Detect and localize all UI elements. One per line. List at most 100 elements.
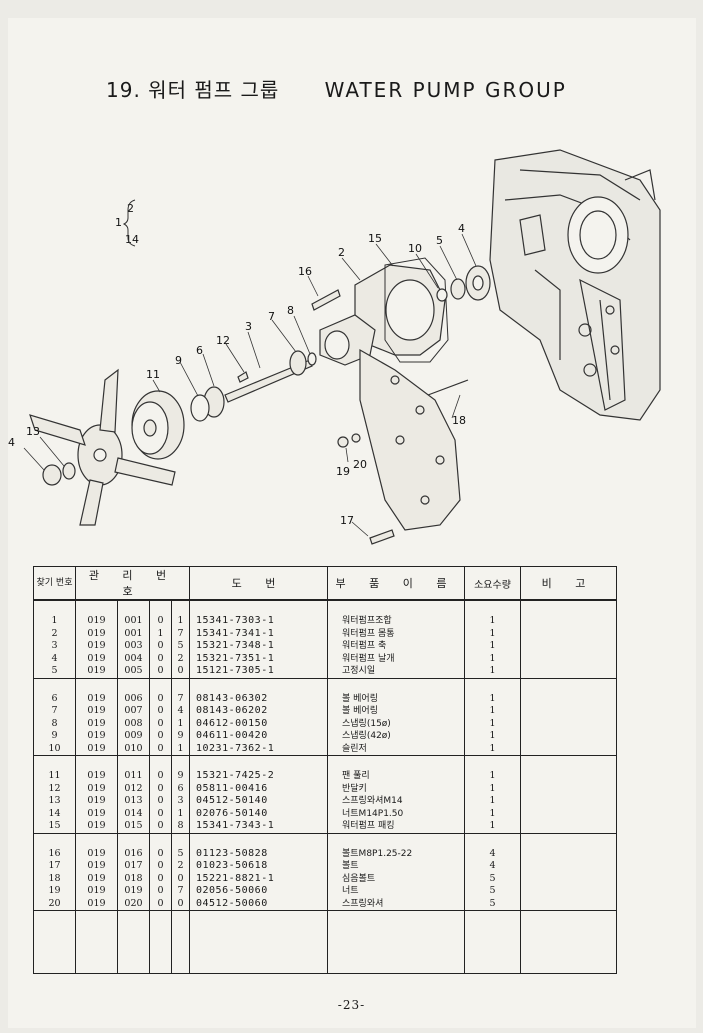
cell-remarks [520, 897, 617, 911]
cell-c: 1 [149, 627, 172, 640]
cell-name: 볼트 [327, 860, 465, 873]
cell-part: 15321-7425-2 [189, 770, 328, 783]
cell-remarks [520, 692, 617, 705]
cell-d: 9 [171, 730, 190, 743]
cell-remarks [520, 730, 617, 743]
cell-part: 15121-7305-1 [189, 665, 328, 679]
exploded-diagram: 1 2 14 2 3 4 4 5 6 7 8 9 10 11 12 13 15 … [8, 149, 661, 545]
cell-qty: 1 [464, 705, 521, 718]
callout-1: 1 [115, 216, 122, 229]
header-ref: 찾기 번호 [33, 566, 76, 601]
cell-c: 0 [149, 717, 172, 730]
section-number: 19. [106, 78, 141, 102]
cell-c: 0 [149, 782, 172, 795]
cell-a: 019 [75, 640, 118, 653]
cell-d: 7 [171, 885, 190, 898]
cell-ref: 2 [33, 627, 76, 640]
cell-remarks [520, 807, 617, 820]
cell-c: 0 [149, 820, 172, 834]
fan [29, 368, 176, 526]
cell-d: 0 [171, 665, 190, 679]
cell-part: 15321-7348-1 [189, 640, 328, 653]
cell-qty: 1 [464, 770, 521, 783]
cell-a: 019 [75, 807, 118, 820]
cell-name: 워터펌프 몸통 [327, 627, 465, 640]
cell-d: 5 [171, 847, 190, 860]
gasket [384, 257, 449, 363]
cell-c: 0 [149, 795, 172, 808]
cell-part: 15221-8821-1 [189, 872, 328, 885]
fan-pulley [131, 390, 185, 460]
cell-ref: 4 [33, 652, 76, 665]
cell-remarks [520, 782, 617, 795]
cell-a: 019 [75, 860, 118, 873]
cell-a: 019 [75, 615, 118, 628]
cell-c: 0 [149, 847, 172, 860]
cell-b: 013 [117, 795, 150, 808]
cell-name: 고정시일 [327, 665, 465, 679]
cell-name: 워터펌프 패킹 [327, 820, 465, 834]
group-spacer [33, 678, 617, 693]
cell-ref: 5 [33, 665, 76, 679]
callout-17: 17 [340, 514, 354, 527]
callout-1-to: 14 [125, 233, 139, 246]
cell-c: 0 [149, 885, 172, 898]
callout-20: 20 [353, 458, 367, 471]
cell-a: 019 [75, 885, 118, 898]
cell-ref: 13 [33, 795, 76, 808]
cell-a: 019 [75, 705, 118, 718]
cell-a: 019 [75, 717, 118, 730]
cell-d: 9 [171, 770, 190, 783]
cell-ref: 1 [33, 615, 76, 628]
cell-qty: 5 [464, 872, 521, 885]
cell-qty: 1 [464, 820, 521, 834]
cell-c: 0 [149, 730, 172, 743]
cell-ref: 14 [33, 807, 76, 820]
cell-name: 스냅링(42ø) [327, 730, 465, 743]
cell-qty: 4 [464, 860, 521, 873]
cell-d: 1 [171, 807, 190, 820]
cell-a: 019 [75, 847, 118, 860]
callout-7: 7 [268, 310, 275, 323]
cell-c: 0 [149, 640, 172, 653]
cell-ref: 6 [33, 692, 76, 705]
title-korean: 워터 펌프 그룹 [148, 78, 280, 102]
cell-b: 007 [117, 705, 150, 718]
cell-ref: 11 [33, 770, 76, 783]
cell-qty: 1 [464, 730, 521, 743]
cell-d: 5 [171, 640, 190, 653]
cell-a: 019 [75, 795, 118, 808]
callout-19: 19 [336, 465, 350, 478]
pump-body [319, 264, 461, 531]
group-spacer [33, 755, 617, 770]
cell-part: 01023-50618 [189, 860, 328, 873]
cell-d: 0 [171, 897, 190, 911]
cell-b: 010 [117, 742, 150, 756]
cell-remarks [520, 665, 617, 679]
engine-block [489, 149, 661, 421]
cell-name: 너트M14P1.50 [327, 807, 465, 820]
cell-qty: 5 [464, 885, 521, 898]
cell-part: 08143-06202 [189, 705, 328, 718]
cell-part: 15341-7343-1 [189, 820, 328, 834]
cell-qty: 5 [464, 897, 521, 911]
cell-part: 01123-50828 [189, 847, 328, 860]
cell-c: 0 [149, 770, 172, 783]
cell-name: 스냅링(15ø) [327, 717, 465, 730]
callout-11: 11 [146, 368, 160, 381]
cell-d: 2 [171, 652, 190, 665]
cell-ref: 9 [33, 730, 76, 743]
cell-c: 0 [149, 665, 172, 679]
cell-remarks [520, 820, 617, 834]
cell-qty: 1 [464, 782, 521, 795]
callout-6: 6 [196, 344, 203, 357]
cell-qty: 1 [464, 717, 521, 730]
cell-d: 3 [171, 795, 190, 808]
header-mgmt: 관 리 번 호 [75, 566, 190, 601]
